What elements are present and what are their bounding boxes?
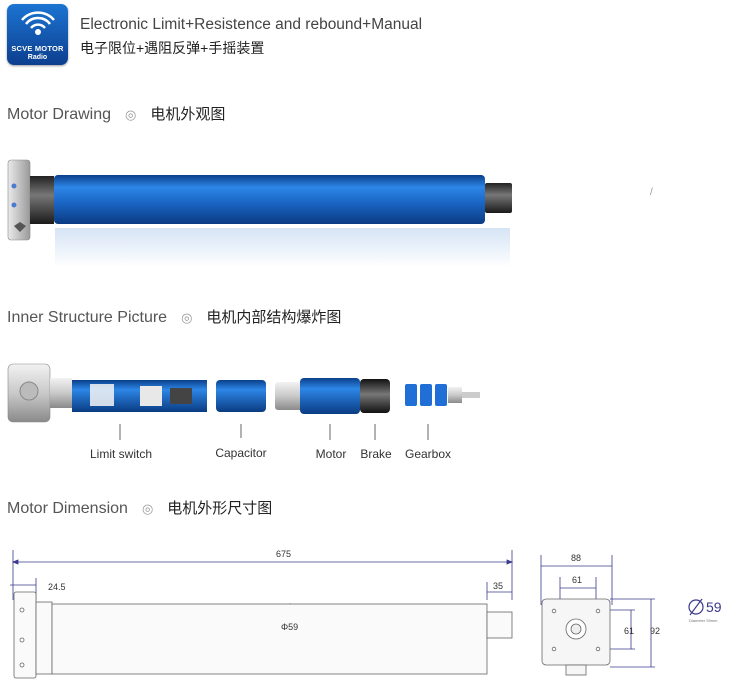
part-label-gearbox: Gearbox — [404, 447, 452, 461]
diameter-icon — [688, 599, 704, 615]
dim-hole-spacing-h: 61 — [624, 626, 634, 636]
logo-line-2: Radio — [27, 54, 48, 61]
exploded-view-illustration — [7, 363, 480, 440]
ring-bullet-icon: ◎ — [181, 310, 193, 325]
motor-drawing-illustration: / — [7, 159, 653, 268]
radio-waves-icon — [21, 11, 55, 35]
dim-end-length: 35 — [493, 581, 503, 591]
part-label-capacitor: Capacitor — [215, 446, 267, 460]
section-motor-dimension: Motor Dimension ◎ 电机外形尺寸图 — [7, 497, 272, 518]
diameter-caption: Diameter 59mm — [689, 618, 718, 623]
part-label-limit-switch: Limit switch — [89, 447, 152, 461]
ring-bullet-icon: ◎ — [125, 107, 137, 122]
dim-tube-diameter: Φ59 — [281, 622, 298, 632]
dim-head-offset: 24.5 — [48, 582, 66, 592]
ring-bullet-icon: ◎ — [141, 501, 154, 516]
svg-text:/: / — [650, 187, 653, 198]
section-title-zh: 电机外形尺寸图 — [167, 500, 273, 517]
dim-total-length: 675 — [276, 549, 291, 559]
brand-logo: SCVE MOTOR Radio — [7, 4, 68, 65]
section-motor-drawing: Motor Drawing ◎ 电机外观图 — [7, 103, 225, 124]
section-title-en: Motor Drawing — [7, 106, 112, 123]
part-label-brake: Brake — [360, 447, 392, 461]
header-title-zh: 电子限位+遇阻反弹+手摇装置 — [80, 40, 265, 56]
section-title-en: Motor Dimension — [7, 500, 128, 517]
dim-width: 88 — [571, 553, 581, 563]
header-title-en: Electronic Limit+Resistence and rebound+… — [80, 16, 423, 33]
diameter-symbol: 59 Diameter 59mm — [688, 598, 722, 623]
dim-height: 92 — [650, 626, 660, 636]
logo-line-1: SCVE MOTOR — [11, 44, 64, 53]
side-dimension-drawing: 675 24.5 35 Φ59 — [10, 549, 514, 679]
dim-hole-spacing-w: 61 — [572, 575, 582, 585]
front-dimension-drawing: 88 61 61 92 — [540, 553, 660, 676]
section-title-en: Inner Structure Picture — [7, 309, 168, 326]
diameter-value: 59 — [706, 599, 722, 615]
part-label-motor: Motor — [315, 447, 347, 461]
section-title-zh: 电机内部结构爆炸图 — [206, 309, 342, 326]
section-inner-structure: Inner Structure Picture ◎ 电机内部结构爆炸图 — [7, 306, 341, 327]
section-title-zh: 电机外观图 — [150, 106, 226, 123]
